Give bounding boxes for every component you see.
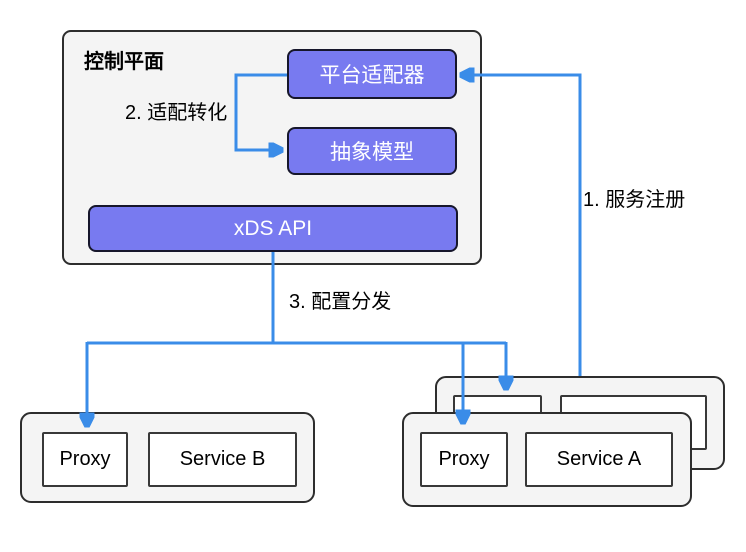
platform-adapter-node: 平台适配器	[287, 49, 457, 99]
service-b-proxy-box: Proxy	[42, 432, 128, 487]
service-b-box: Service B	[148, 432, 297, 487]
step1-service-registration-label: 1. 服务注册	[583, 189, 686, 211]
service-a-proxy-box: Proxy	[420, 432, 508, 487]
service-a-group-front: Proxy Service A	[402, 412, 692, 507]
step2-adaptation-label: 2. 适配转化	[125, 102, 228, 124]
service-b-group: Proxy Service B	[20, 412, 315, 503]
control-plane-title: 控制平面	[84, 51, 164, 73]
abstract-model-node: 抽象模型	[287, 127, 457, 175]
service-a-box: Service A	[525, 432, 673, 487]
step3-config-distribution-label: 3. 配置分发	[289, 291, 392, 313]
xds-api-node: xDS API	[88, 205, 458, 252]
